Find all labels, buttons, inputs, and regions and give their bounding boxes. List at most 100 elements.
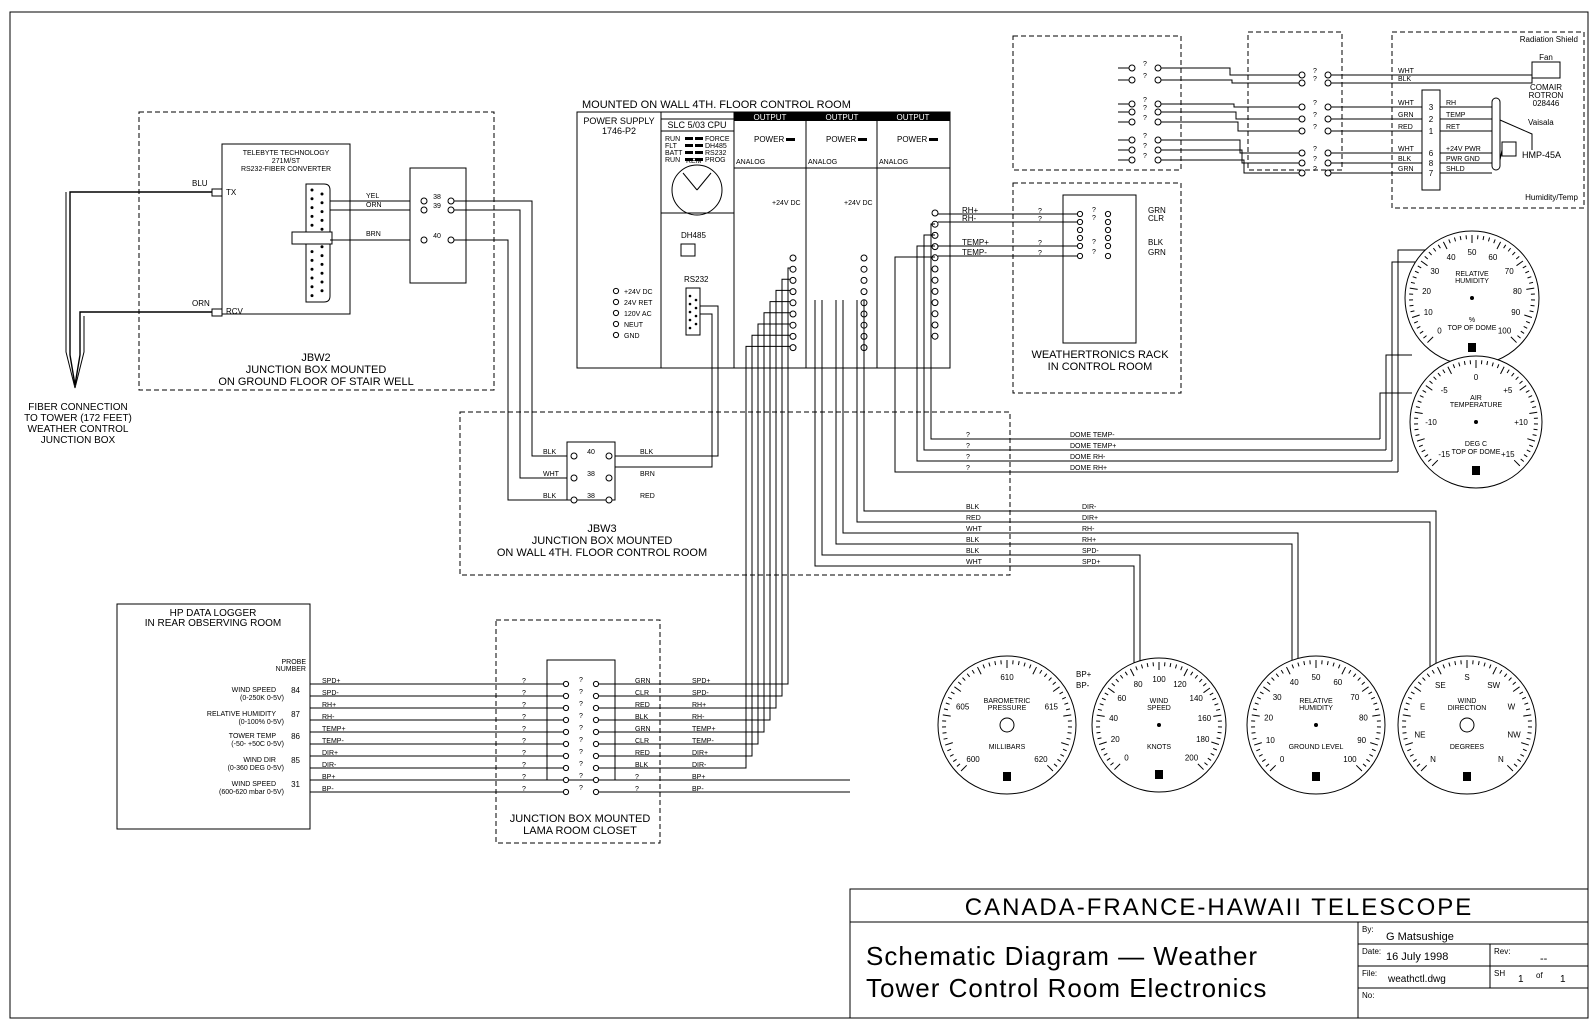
- module-power-label: POWER: [754, 135, 784, 144]
- svg-text:?: ?: [579, 677, 583, 684]
- jbw3-terminal-number: 38: [587, 493, 595, 500]
- module-terminal: [860, 265, 868, 273]
- logger-channel-range: (-50- +50C 0-5V): [231, 741, 284, 748]
- sensor-wire-color: RED: [1398, 124, 1413, 131]
- sensor-wire-color: WHT: [1398, 146, 1415, 153]
- lama-signal: TEMP-: [692, 738, 714, 745]
- ps-terminal-label: NEUT: [624, 322, 644, 329]
- drawing-frame: [9, 11, 1589, 1019]
- sensor-signal: +24V PWR: [1446, 146, 1481, 153]
- probe-number: 84: [291, 686, 300, 695]
- gauge-tick-label: 140: [1190, 694, 1204, 703]
- jbw3-terminal-block: [566, 441, 616, 501]
- module-power-label: POWER: [897, 135, 927, 144]
- svg-text:?: ?: [522, 786, 526, 793]
- svg-text:?: ?: [1038, 208, 1042, 215]
- lama-signal: SPD+: [692, 678, 710, 685]
- gauge-relative-humidity-top-of-dome: 0102030405060708090100RELATIVEHUMIDITY%T…: [1404, 230, 1540, 366]
- cpu-led-label: DH485: [705, 143, 727, 150]
- dome-wire-label: DOME RH+: [1070, 465, 1107, 472]
- module-terminal: [789, 310, 797, 318]
- analog-label: ANALOG: [736, 159, 765, 166]
- svg-text:?: ?: [1143, 143, 1147, 150]
- gauge-tick-label: 610: [1000, 673, 1014, 682]
- logger-title-1: HP DATA LOGGER: [170, 608, 257, 619]
- gauge-tick-label: NE: [1414, 730, 1425, 739]
- sensor-pin-number: 8: [1429, 159, 1434, 168]
- cpu-led-label: PROG: [705, 157, 726, 164]
- terminal: [447, 206, 455, 214]
- logger-channel-range: (0-100% 0-5V): [238, 719, 284, 726]
- weathertronics-wire-color: GRN: [1148, 248, 1166, 257]
- logger-signal: RH-: [322, 714, 335, 721]
- module-terminal: [931, 310, 939, 318]
- sensor-wire-label: DIR+: [1082, 515, 1098, 522]
- sensor-wire-color: BLK: [966, 548, 980, 555]
- dome-wire-label: DOME RH-: [1070, 454, 1106, 461]
- logger-signal: DIR-: [322, 762, 337, 769]
- jbw3-desc-2: ON WALL 4TH. FLOOR CONTROL ROOM: [497, 547, 707, 559]
- gauge-tick-label: 0: [1280, 755, 1285, 764]
- gauge-tick-label: -15: [1438, 450, 1450, 459]
- db25-pin: [310, 250, 314, 254]
- gauge-tick-label: 0: [1124, 754, 1129, 763]
- output-module-label: OUTPUT: [754, 113, 787, 122]
- rs232-label: RS232: [684, 275, 709, 284]
- jbw2-name: JBW2: [301, 352, 330, 364]
- module-terminal: [789, 288, 797, 296]
- probe-number: 85: [291, 756, 300, 765]
- module-terminal: [931, 265, 939, 273]
- gauge-title: HUMIDITY: [1455, 278, 1489, 285]
- comair-1: COMAIR: [1530, 83, 1562, 92]
- svg-text:?: ?: [579, 773, 583, 780]
- svg-text:?: ?: [1313, 100, 1317, 107]
- analog-label: ANALOG: [808, 159, 837, 166]
- org-title: CANADA-FRANCE-HAWAII TELESCOPE: [965, 894, 1474, 921]
- panel-meters: 0102030405060708090100RELATIVEHUMIDITY%T…: [937, 230, 1543, 795]
- gauge-title: TEMPERATURE: [1450, 402, 1503, 409]
- gauge-tick-label: 10: [1266, 736, 1275, 745]
- gauge-title: PRESSURE: [988, 705, 1027, 712]
- lama-desc-1: JUNCTION BOX MOUNTED: [510, 813, 651, 825]
- hp-data-logger: HP DATA LOGGER IN REAR OBSERVING ROOM PR…: [116, 603, 346, 830]
- gauge-unit: DEGREES: [1450, 744, 1485, 751]
- gauge-footer: TOP OF DOME: [1448, 325, 1497, 332]
- fiber-connection: BLU ORN FIBER CONNECTION TO TOWER (172 F…: [24, 179, 220, 446]
- sensor-signal: PWR GND: [1446, 156, 1480, 163]
- svg-text:?: ?: [522, 678, 526, 685]
- cpu-led-label: RUN: [665, 136, 680, 143]
- logger-channel-name: TOWER TEMP: [229, 733, 277, 740]
- svg-text:?: ?: [522, 750, 526, 757]
- lama-signal: RH+: [692, 702, 706, 709]
- hmp45a-probe: [1501, 141, 1517, 157]
- module-terminal: [931, 209, 939, 217]
- gauge-tick-label: SE: [1435, 681, 1446, 690]
- jbw3-terminal-number: 38: [587, 471, 595, 478]
- weathertronics-wire-color: GRN: [1148, 206, 1166, 215]
- svg-text:?: ?: [1143, 73, 1147, 80]
- weathertronics-title-2: IN CONTROL ROOM: [1048, 361, 1153, 373]
- sensor-pin-number: 7: [1429, 169, 1434, 178]
- gauge-tick-label: 40: [1109, 714, 1118, 723]
- of-label: of: [1536, 971, 1543, 980]
- sensor-wire-color: WHT: [1398, 100, 1415, 107]
- sensor-wire-label: SPD-: [1082, 548, 1099, 555]
- lama-wire-color: BLK: [635, 762, 649, 769]
- db25-pin: [310, 206, 314, 210]
- svg-text:BRN: BRN: [366, 231, 381, 238]
- logger-signal: TEMP-: [322, 738, 344, 745]
- module-terminal: [931, 254, 939, 262]
- no-label: No:: [1362, 991, 1374, 1000]
- gauge-tick-label: 60: [1117, 694, 1126, 703]
- svg-text:?: ?: [1143, 61, 1147, 68]
- svg-text:WHT: WHT: [1398, 68, 1415, 75]
- svg-text:?: ?: [1038, 240, 1042, 247]
- svg-text:?: ?: [579, 749, 583, 756]
- bp-minus-label: BP-: [1076, 681, 1090, 690]
- svg-text:?: ?: [1313, 124, 1317, 131]
- gauge-tick-label: 160: [1198, 714, 1212, 723]
- drawing-title-2: Tower Control Room Electronics: [866, 973, 1267, 1003]
- db25-pin: [320, 192, 324, 196]
